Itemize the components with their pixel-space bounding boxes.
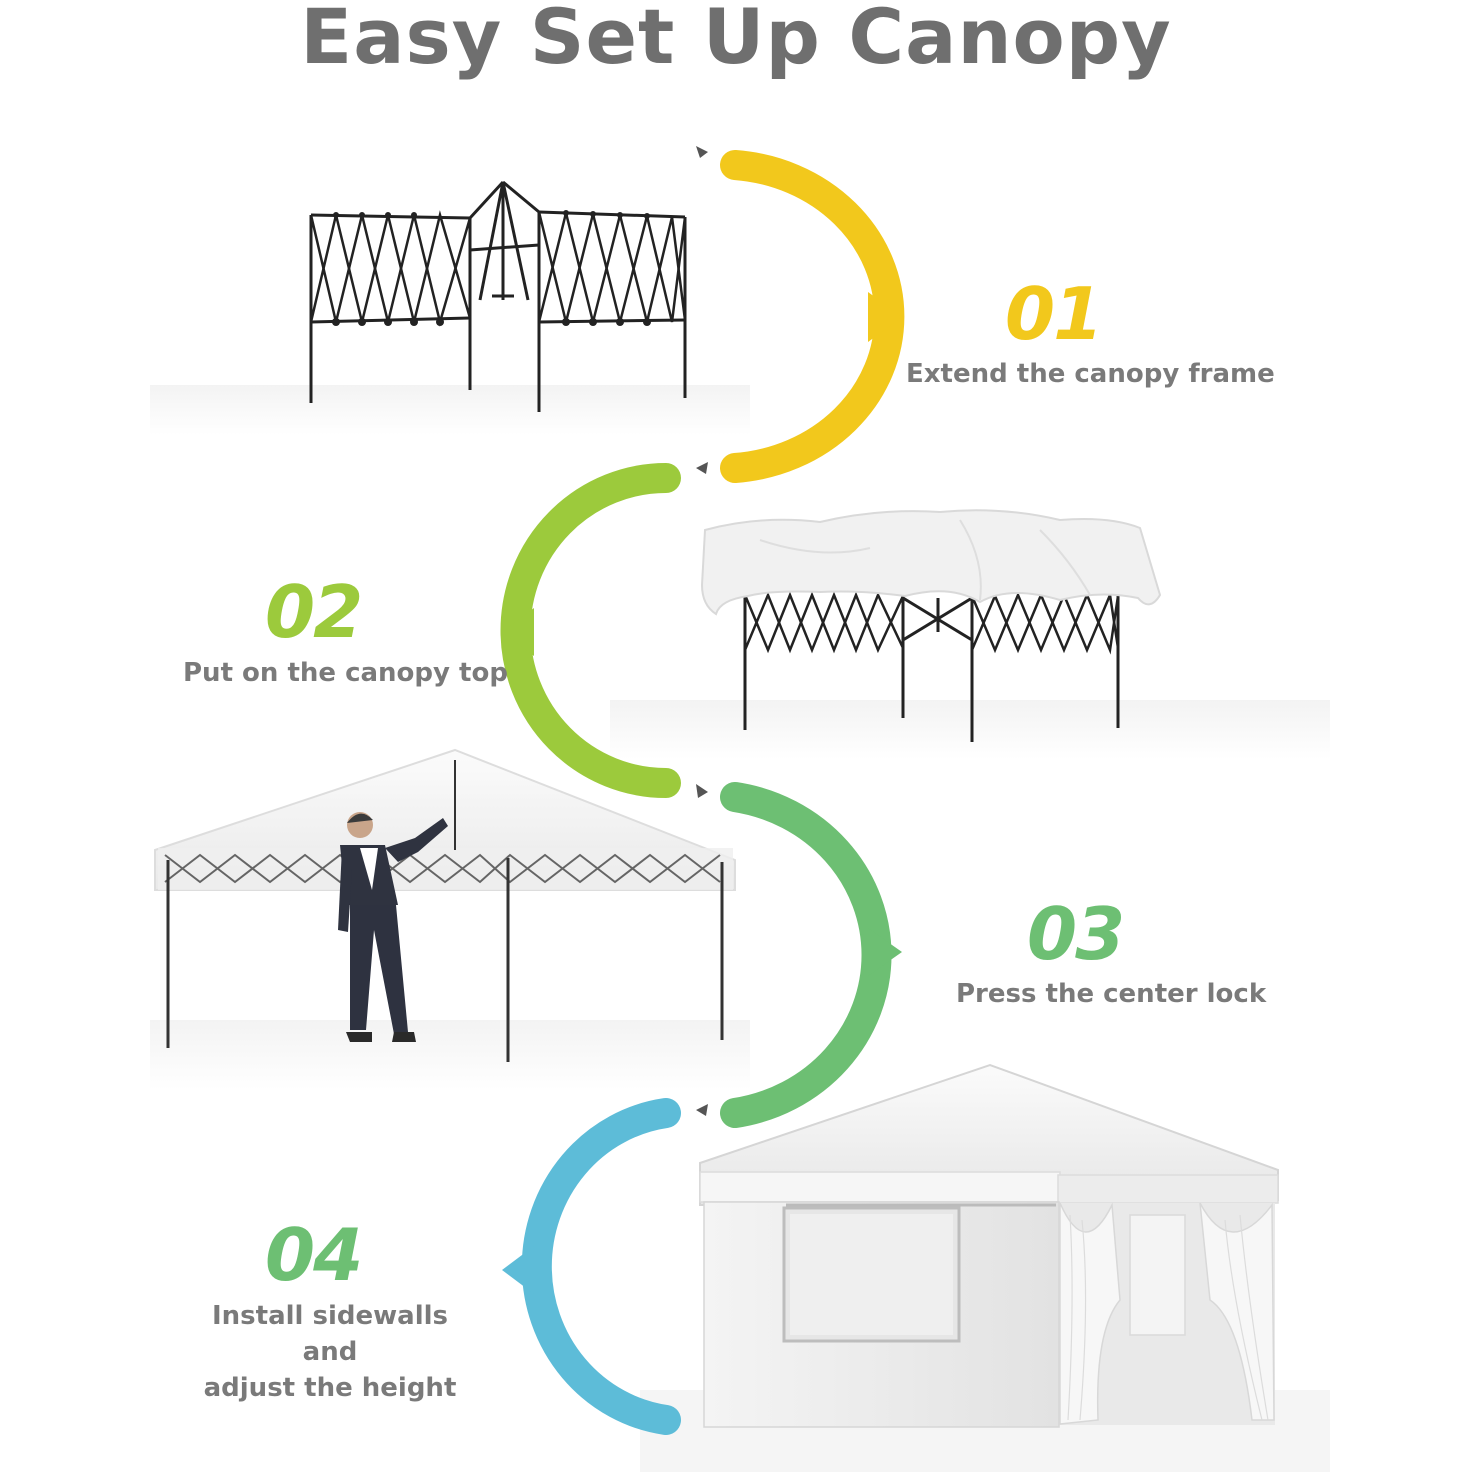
step4-number: 04 <box>265 1213 363 1297</box>
arrow-tip-icon <box>696 146 708 158</box>
step2-label: Put on the canopy top <box>183 658 508 688</box>
step2-arrow-icon <box>502 608 534 656</box>
step4-label-line1: Install sidewalls and <box>211 1301 448 1367</box>
person-figure <box>338 812 448 1042</box>
step1-arrow-icon <box>868 292 902 342</box>
arrow-tip-icon <box>696 1104 708 1116</box>
center-lock-illustration <box>154 748 736 1062</box>
step1-arc <box>720 150 905 483</box>
canopy-top-illustration <box>700 509 1162 742</box>
step2-number: 02 <box>265 570 363 654</box>
step1-number: 01 <box>1005 272 1103 356</box>
step1-label: Extend the canopy frame <box>906 359 1275 389</box>
sidewalls-illustration <box>699 1063 1279 1428</box>
arrow-tip-icon <box>696 784 708 798</box>
canopy-frame-illustration <box>309 180 687 412</box>
step3-label: Press the center lock <box>956 979 1267 1009</box>
step3-arrow-icon <box>868 928 902 976</box>
step3-arc <box>720 782 892 1128</box>
step3-number: 03 <box>1027 892 1125 976</box>
page-title: Easy Set Up Canopy <box>300 0 1172 81</box>
floor-shadow-1 <box>150 385 750 435</box>
step4-label: Install sidewalls and adjust the height <box>194 1298 466 1406</box>
arrow-tip-icon <box>696 462 708 474</box>
step4-arc <box>521 1098 681 1435</box>
step4-arrow-icon <box>502 1246 534 1294</box>
floor-shadow-3 <box>150 1020 750 1090</box>
floor-shadow-2 <box>610 700 1330 760</box>
step4-label-line2: adjust the height <box>203 1373 457 1403</box>
frame-joints <box>332 210 651 326</box>
